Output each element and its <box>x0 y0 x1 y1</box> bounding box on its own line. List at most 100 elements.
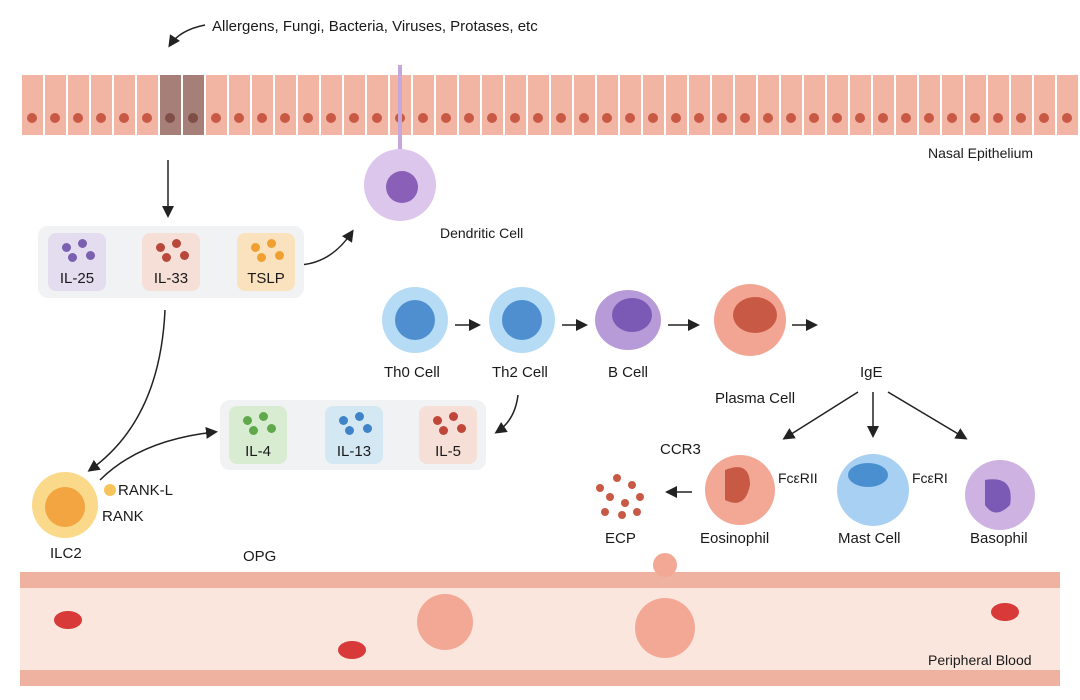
epithelial-nucleus <box>602 113 612 123</box>
cytokine-label: IL-5 <box>435 443 461 460</box>
cytokine-il5: IL-5 <box>419 406 477 464</box>
epithelial-cell <box>91 75 112 135</box>
eosinophil-in-blood <box>417 594 473 650</box>
rank-label: RANK <box>102 508 144 525</box>
cytokine-label: IL-4 <box>245 443 271 460</box>
epithelial-cell <box>114 75 135 135</box>
epithelial-nucleus <box>1062 113 1072 123</box>
epithelial-nucleus <box>832 113 842 123</box>
epithelial-nucleus <box>579 113 589 123</box>
epithelial-cell <box>160 75 181 135</box>
epithelial-nucleus <box>119 113 129 123</box>
epithelial-cell <box>183 75 204 135</box>
epithelial-cell <box>942 75 963 135</box>
alarmin-label: TSLP <box>247 270 285 287</box>
cytokine-dot <box>78 239 87 248</box>
eosinophil-transmigrating-tail <box>653 553 677 577</box>
cytokine-dot <box>162 253 171 262</box>
fceri-label: FcεRI <box>912 470 948 486</box>
epithelial-nucleus <box>50 113 60 123</box>
cytokine-dot <box>275 251 284 260</box>
epithelial-cell <box>1011 75 1032 135</box>
plasma-cell-label: Plasma Cell <box>715 390 796 407</box>
cytokine-dot <box>267 424 276 433</box>
th2-cell <box>489 287 555 353</box>
epithelial-nucleus <box>625 113 635 123</box>
epithelial-cell <box>597 75 618 135</box>
cytokine-dot <box>249 426 258 435</box>
dendritic-cell <box>364 65 436 221</box>
epithelial-nucleus <box>372 113 382 123</box>
alarmin-group: IL-25 IL-33 TSLP <box>38 226 304 298</box>
epithelial-cell <box>413 75 434 135</box>
ecp-granules <box>596 474 644 519</box>
epithelial-cell <box>758 75 779 135</box>
cytokine-dot <box>439 426 448 435</box>
alarmin-label: IL-25 <box>59 270 95 287</box>
th0-cell <box>382 287 448 353</box>
epithelial-cell <box>68 75 89 135</box>
epithelial-cell <box>781 75 802 135</box>
cytokine-dot <box>180 251 189 260</box>
epithelial-cell <box>850 75 871 135</box>
epithelial-cell <box>965 75 986 135</box>
nasal-epithelium-label: Nasal Epithelium <box>928 145 1034 161</box>
red-blood-cell <box>991 603 1019 621</box>
epithelial-cell <box>321 75 342 135</box>
epithelial-nucleus <box>556 113 566 123</box>
epithelial-nucleus <box>533 113 543 123</box>
epithelial-cell <box>643 75 664 135</box>
epithelial-nucleus <box>763 113 773 123</box>
red-blood-cell <box>54 611 82 629</box>
epithelial-cell <box>574 75 595 135</box>
cytokine-dot <box>259 412 268 421</box>
epithelial-nucleus <box>487 113 497 123</box>
epithelial-nucleus <box>73 113 83 123</box>
epithelial-cell <box>206 75 227 135</box>
epithelial-nucleus <box>165 113 175 123</box>
cytokine-il4: IL-4 <box>229 406 287 464</box>
epithelial-nucleus <box>510 113 520 123</box>
cytokine-dot <box>449 412 458 421</box>
dendritic-cell-label: Dendritic Cell <box>440 225 524 241</box>
epithelial-nucleus <box>694 113 704 123</box>
plasma-cell <box>714 284 786 356</box>
epithelial-cell <box>919 75 940 135</box>
cytokine-dot <box>68 253 77 262</box>
epithelial-cell <box>735 75 756 135</box>
epithelial-cell <box>459 75 480 135</box>
epithelial-nucleus <box>349 113 359 123</box>
b-cell-label: B Cell <box>608 364 649 381</box>
ilc2-label: ILC2 <box>50 545 82 562</box>
epithelial-cell <box>367 75 388 135</box>
cytokine-dot <box>257 253 266 262</box>
epithelial-nucleus <box>901 113 911 123</box>
triggers-label: Allergens, Fungi, Bacteria, Viruses, Pro… <box>212 18 538 35</box>
epithelial-nucleus <box>142 113 152 123</box>
cytokine-dot <box>355 412 364 421</box>
epithelial-nucleus <box>280 113 290 123</box>
epithelial-cell <box>298 75 319 135</box>
eosinophil-label: Eosinophil <box>700 530 770 547</box>
opg-label: OPG <box>243 548 277 565</box>
epithelial-cell <box>1034 75 1055 135</box>
epithelial-cell <box>896 75 917 135</box>
epithelial-cell <box>666 75 687 135</box>
ccr3-label: CCR3 <box>660 441 701 458</box>
nasal-epithelium <box>22 75 1078 135</box>
cytokine-dot <box>172 239 181 248</box>
epithelial-cell <box>45 75 66 135</box>
cytokine-dot <box>457 424 466 433</box>
eosinophil <box>705 455 775 525</box>
ilc2-cell <box>32 472 98 538</box>
cytokine-label: IL-13 <box>336 443 372 460</box>
epithelial-cell <box>827 75 848 135</box>
epithelial-nucleus <box>464 113 474 123</box>
epithelial-cell <box>505 75 526 135</box>
epithelial-cell <box>275 75 296 135</box>
epithelial-cell <box>137 75 158 135</box>
epithelial-cell <box>873 75 894 135</box>
epithelial-nucleus <box>947 113 957 123</box>
epithelial-cell <box>1057 75 1078 135</box>
epithelial-nucleus <box>878 113 888 123</box>
